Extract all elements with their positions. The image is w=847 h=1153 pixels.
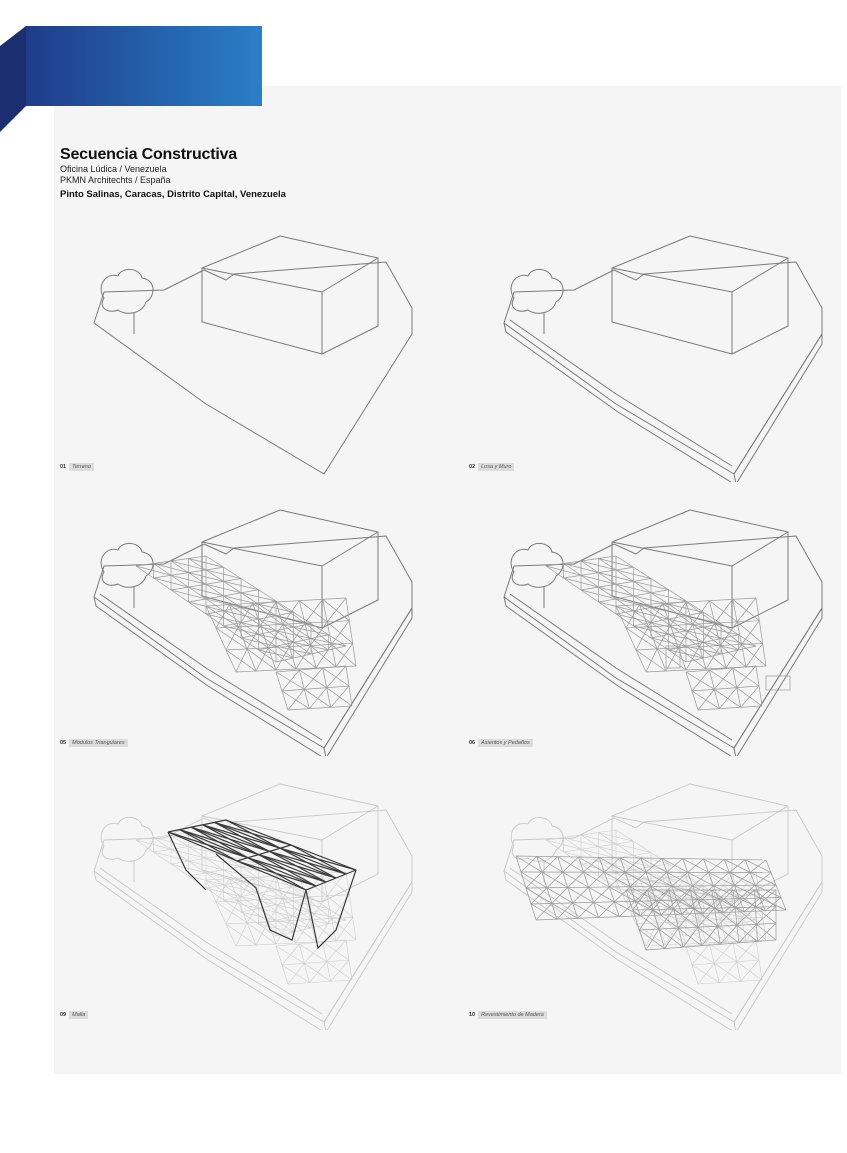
caption-number: 06	[469, 740, 476, 746]
caption-label: Módulos Triangulares	[69, 739, 128, 747]
construction-diagram	[93, 509, 413, 756]
panel-malla	[54, 770, 449, 1030]
construction-diagram	[93, 783, 413, 1030]
caption-number: 09	[60, 1012, 67, 1018]
caption-label: Losa y Muro	[478, 463, 515, 471]
caption-label: Asientos y Pedaños	[478, 739, 533, 747]
caption-number: 10	[469, 1012, 476, 1018]
location-line: Pinto Salinas, Caracas, Distrito Capital…	[60, 189, 286, 200]
construction-diagram	[503, 235, 823, 482]
page-background	[54, 86, 841, 1074]
caption-06: 06 Asientos y Pedaños	[469, 739, 533, 747]
caption-number: 01	[60, 464, 67, 470]
panel-modulos-triangulares	[54, 496, 449, 756]
panel-asientos-y-pedanos	[446, 496, 841, 756]
caption-10: 10 Revestimiento de Madera	[469, 1011, 547, 1019]
caption-05: 05 Módulos Triangulares	[60, 739, 128, 747]
panel-terreno	[54, 222, 449, 482]
caption-label: Terreno	[69, 463, 94, 471]
architects-line: PKMN Architechts / España	[60, 175, 171, 185]
panel-revestimiento	[446, 770, 841, 1030]
office-line: Oficina Lúdica / Venezuela	[60, 164, 167, 174]
construction-diagram	[93, 235, 413, 475]
construction-diagram	[503, 509, 823, 756]
caption-09: 09 Malla	[60, 1011, 89, 1019]
construction-diagram	[503, 783, 823, 1030]
title-banner	[0, 26, 262, 132]
caption-02: 02 Losa y Muro	[469, 463, 515, 471]
caption-number: 02	[469, 464, 476, 470]
header-block: Secuencia Constructiva Oficina Lúdica / …	[60, 146, 286, 200]
caption-label: Malla	[69, 1011, 89, 1019]
page-title: Secuencia Constructiva	[60, 146, 237, 163]
caption-01: 01 Terreno	[60, 463, 94, 471]
panel-losa-y-muro	[446, 222, 841, 482]
caption-number: 05	[60, 740, 67, 746]
caption-label: Revestimiento de Madera	[478, 1011, 547, 1019]
